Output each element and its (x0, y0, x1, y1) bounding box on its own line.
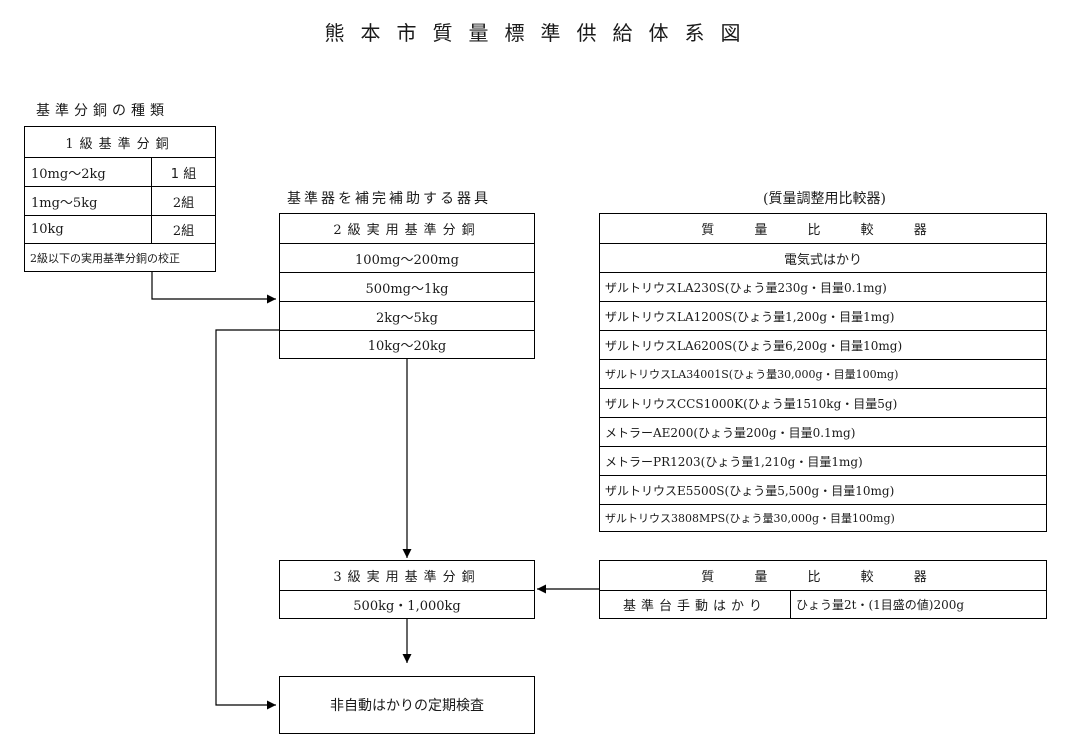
inspection-label: 非自動はかりの定期検査 (330, 698, 484, 714)
grade2-header: 2級実用基準分銅 (333, 223, 481, 238)
comparator-item: ザルトリウス3808MPS(ひょう量30,000g・目量100mg) (600, 504, 1046, 531)
weight-range: 1mg〜5kg (25, 187, 152, 215)
comparator-item: ザルトリウスLA1200S(ひょう量1,200g・目量1mg) (600, 301, 1046, 330)
weight-qty: 2組 (172, 224, 195, 239)
table-row: 10mg〜2kg 1 組 (25, 157, 215, 186)
standard-weights-caption: 基準分銅の種類 (36, 103, 169, 119)
comparator2-header: 質 量 比 較 器 (701, 570, 945, 585)
grade2-box: 2級実用基準分銅 100mg〜200mg 500mg〜1kg 2kg〜5kg 1… (279, 213, 535, 359)
grade2-caption: 基準器を補完補助する器具 (287, 191, 491, 207)
table-row: 10kg 2組 (25, 215, 215, 243)
comparator-item: メトラーAE200(ひょう量200g・目量0.1mg) (600, 417, 1046, 446)
comparator-item: メトラーPR1203(ひょう量1,210g・目量1mg) (600, 446, 1046, 475)
grade3-header: 3級実用基準分銅 (333, 570, 481, 585)
comparator-subheader: 電気式はかり (600, 243, 1046, 272)
arrow-grade2-to-inspection (215, 329, 279, 710)
comparator-item: ザルトリウスLA230S(ひょう量230g・目量0.1mg) (600, 272, 1046, 301)
comparator-box: 質 量 比 較 器 電気式はかり ザルトリウスLA230S(ひょう量230g・目… (599, 213, 1047, 532)
comparator-item: ザルトリウスCCS1000K(ひょう量1510kg・目量5g) (600, 388, 1046, 417)
weight-qty: 1 組 (170, 166, 197, 182)
grade2-row: 100mg〜200mg (280, 243, 534, 272)
comparator-header: 質 量 比 較 器 (701, 223, 945, 238)
comparator2-right: ひょう量2t・(1目盛の値)200g (796, 598, 965, 612)
weight-range: 10mg〜2kg (25, 158, 152, 186)
standard-weights-table: 1級基準分銅 10mg〜2kg 1 組 1mg〜5kg 2組 10kg 2組 2… (24, 126, 216, 272)
weight-qty: 2組 (172, 195, 195, 211)
comparator-item: ザルトリウスLA34001S(ひょう量30,000g・目量100mg) (600, 359, 1046, 388)
calibration-note: 2級以下の実用基準分銅の校正 (25, 243, 215, 271)
page-title: 熊本市質量標準供給体系図 (324, 21, 757, 45)
grade3-row: 500kg・1,000kg (280, 590, 534, 618)
comparator-item: ザルトリウスLA6200S(ひょう量6,200g・目量10mg) (600, 330, 1046, 359)
comparator2-box: 質 量 比 較 器 基準台手動はかり ひょう量2t・(1目盛の値)200g (599, 560, 1047, 619)
table-row: 1mg〜5kg 2組 (25, 186, 215, 215)
grade2-row: 10kg〜20kg (280, 330, 534, 358)
inspection-box: 非自動はかりの定期検査 (279, 676, 535, 734)
standard-weights-header: 1級基準分銅 (65, 136, 175, 152)
grade3-box: 3級実用基準分銅 500kg・1,000kg (279, 560, 535, 619)
arrow-standard-to-grade2 (151, 272, 276, 304)
grade2-row: 500mg〜1kg (280, 272, 534, 301)
grade2-row: 2kg〜5kg (280, 301, 534, 330)
table-row: 基準台手動はかり ひょう量2t・(1目盛の値)200g (600, 590, 1046, 618)
comparator-item: ザルトリウスE5500S(ひょう量5,500g・目量10mg) (600, 475, 1046, 504)
weight-range: 10kg (25, 216, 152, 243)
comparator2-left: 基準台手動はかり (600, 591, 791, 618)
comparator-caption: (質量調整用比較器) (763, 191, 886, 207)
